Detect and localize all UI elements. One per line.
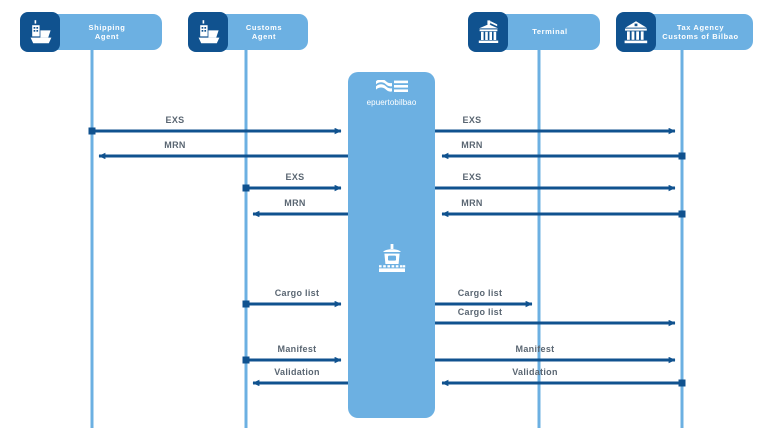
message-label-m8: MRN (461, 198, 483, 208)
message-label-m6: EXS (462, 172, 482, 182)
message-label-m9: Cargo list (274, 288, 320, 298)
vessel-icon-badge (348, 240, 435, 285)
message-label-m11: Cargo list (457, 307, 503, 317)
ship-icon (198, 20, 220, 44)
message-arrows (88, 127, 686, 387)
ship-icon-container (20, 12, 60, 52)
message-label-m5: EXS (285, 172, 305, 182)
message-origin-marker-m15 (678, 379, 686, 387)
actor-label-terminal: Terminal (532, 27, 568, 37)
message-label-m1: EXS (165, 115, 185, 125)
message-origin-marker-m1 (88, 127, 96, 135)
epuertobilbao-logo: epuertobilbao (348, 80, 435, 107)
message-label-m15: Validation (512, 367, 558, 377)
message-label-m3: MRN (164, 140, 186, 150)
message-origin-marker-m4 (678, 152, 686, 160)
message-label-m4: MRN (461, 140, 483, 150)
message-label-m14: Validation (274, 367, 320, 377)
vessel-icon (378, 244, 405, 272)
terminal-crane-icon-container (468, 12, 508, 52)
message-origin-marker-m9 (242, 300, 250, 308)
message-label-m13: Manifest (515, 344, 555, 354)
government-building-icon (624, 21, 648, 44)
waves-lines-icon (375, 80, 408, 92)
message-label-m2: EXS (462, 115, 482, 125)
government-building-icon-container (616, 12, 656, 52)
message-label-m10: Cargo list (457, 288, 503, 298)
terminal-crane-icon (478, 20, 499, 43)
actor-terminal[interactable]: Terminal (468, 12, 600, 52)
ship-icon (30, 20, 52, 44)
ship-icon-container (188, 12, 228, 52)
message-label-m7: MRN (284, 198, 306, 208)
message-origin-marker-m8 (678, 210, 686, 218)
brand-wordmark: epuertobilbao (366, 98, 417, 107)
message-label-m12: Manifest (277, 344, 317, 354)
message-origin-marker-m12 (242, 356, 250, 364)
lifelines (90, 48, 684, 428)
message-origin-marker-m5 (242, 184, 250, 192)
